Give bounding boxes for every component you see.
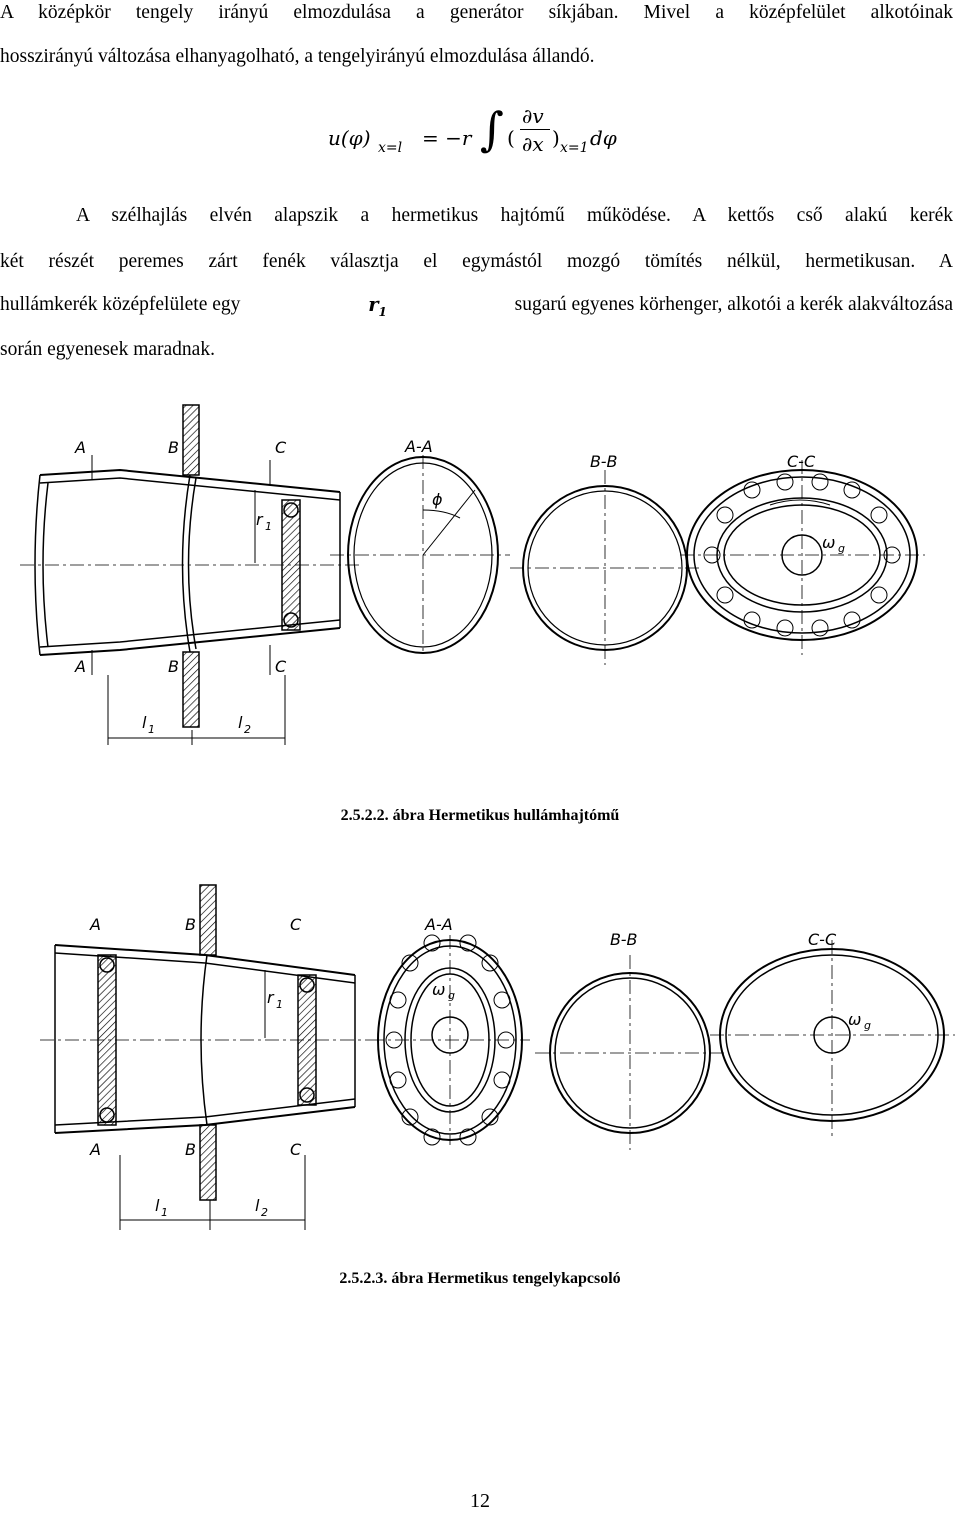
label-omega-AA: ω (432, 980, 445, 999)
label-B-bottom: B (185, 1140, 196, 1159)
label-r: r (256, 510, 264, 529)
formula: u(φ) x=l = −r ∫ ( ∂v ∂x ) x=1 dφ (328, 102, 617, 156)
text-para2-line-4: során egyenesek maradnak. (0, 339, 215, 360)
label-B-bottom: B (168, 657, 179, 676)
figure-2-drawing: A B C A B C A-A B-B C-C r 1 ω g ω g l 1 … (40, 884, 955, 1230)
label-omega: ω (822, 533, 835, 552)
label-l2: l (238, 713, 243, 732)
label-section-CC: C-C (808, 930, 837, 949)
page-number: 12 (470, 1490, 490, 1512)
label-section-BB: B-B (590, 452, 617, 471)
label-B-top: B (168, 438, 179, 457)
label-A-bottom: A (74, 657, 86, 676)
label-C-bottom: C (275, 657, 287, 676)
text-para2-line-2: két részét peremes zárt fenék választja … (0, 251, 953, 272)
label-C-bottom: C (290, 1140, 302, 1159)
label-l2: l (255, 1196, 260, 1215)
text-line-1: A középkör tengely irányú elmozdulása a … (0, 2, 953, 23)
r1-symbol: r1 (368, 293, 387, 319)
figure-1-drawing: A B C A B C A-A B-B C-C r 1 ϕ ω g l 1 l … (20, 404, 925, 745)
label-l2-sub: 2 (261, 1206, 268, 1219)
text-para2-line-3: hullámkerék középfelülete egy r1 sugarú … (0, 293, 953, 324)
label-section-CC: C-C (787, 452, 816, 471)
label-A-top: A (74, 438, 86, 457)
label-r-sub: 1 (265, 520, 272, 533)
label-A-top: A (89, 915, 101, 934)
label-phi: ϕ (432, 490, 443, 509)
text-segment: hullámkerék középfelülete egy (0, 294, 241, 315)
label-B-top: B (185, 915, 196, 934)
label-omega-AA-sub: g (448, 989, 455, 1002)
figure-2-caption: 2.5.2.3. ábra Hermetikus tengelykapcsoló (339, 1270, 621, 1287)
label-omega-sub: g (838, 542, 845, 555)
label-r-sub: 1 (276, 998, 283, 1011)
label-l1-sub: 1 (148, 723, 155, 736)
label-l1: l (155, 1196, 160, 1215)
text-segment: sugarú egyenes körhenger, alkotói a keré… (514, 294, 953, 315)
label-omega-CC-sub: g (864, 1019, 871, 1032)
label-C-top: C (290, 915, 302, 934)
figure-1-caption: 2.5.2.2. ábra Hermetikus hullámhajtómű (340, 807, 620, 824)
label-l1: l (142, 713, 147, 732)
text-para2-line-1: A szélhajlás elvén alapszik a hermetikus… (76, 205, 953, 226)
label-A-bottom: A (89, 1140, 101, 1159)
label-section-AA: A-A (424, 915, 453, 934)
text-line-2: hosszirányú változása elhanyagolható, a … (0, 46, 595, 67)
label-section-BB: B-B (610, 930, 637, 949)
label-omega-CC: ω (848, 1010, 861, 1029)
label-l1-sub: 1 (161, 1206, 168, 1219)
label-r: r (267, 988, 275, 1007)
label-section-AA: A-A (404, 437, 433, 456)
label-C-top: C (275, 438, 287, 457)
label-l2-sub: 2 (244, 723, 251, 736)
